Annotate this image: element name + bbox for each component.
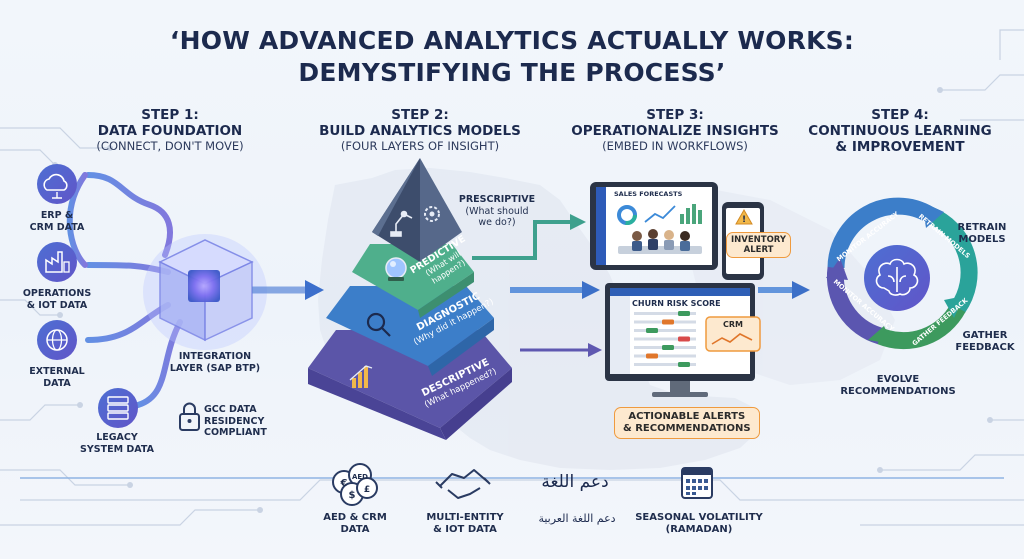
- step-4-title: CONTINUOUS LEARNING: [808, 123, 992, 139]
- source-ops-line-2: & IOT DATA: [26, 299, 88, 311]
- source-ops-line-1: OPERATIONS: [22, 288, 92, 299]
- source-ext-line-1: EXTERNAL: [29, 366, 85, 377]
- footer-multi-entity: MULTI-ENTITY & IOT DATA: [408, 512, 522, 536]
- actionable-alerts-badge: ACTIONABLE ALERTS & RECOMMENDATIONS: [614, 407, 760, 439]
- arabic-support-heading: دعم اللغة: [541, 472, 609, 492]
- circuit-traces: [0, 29, 1024, 526]
- step-2-number: STEP 2:: [391, 107, 449, 123]
- gather-feedback-label: GATHER FEEDBACK: [952, 330, 1018, 354]
- footer-multi-line-1: MULTI-ENTITY: [426, 512, 504, 523]
- retrain-line-2: MODELS: [958, 234, 1006, 245]
- inventory-alert-badge: INVENTORY ALERT: [726, 232, 792, 258]
- prescriptive-question-2: we do?): [478, 217, 516, 228]
- step-4-header: STEP 4: CONTINUOUS LEARNING & IMPROVEMEN…: [800, 107, 1000, 155]
- source-ext-line-2: DATA: [43, 377, 71, 389]
- integration-line-2: LAYER (SAP BTP): [169, 362, 261, 374]
- source-label-operations: OPERATIONS & IOT DATA: [14, 288, 100, 311]
- integration-line-1: INTEGRATION: [178, 351, 252, 362]
- evolve-recommendations-label: EVOLVE RECOMMENDATIONS: [838, 374, 958, 398]
- retrain-line-1: RETRAIN: [957, 222, 1007, 233]
- footer-arabic-support: دعم اللغة العربية: [538, 512, 616, 525]
- source-label-erp-crm: ERP & CRM DATA: [20, 210, 94, 233]
- source-legacy-line-1: LEGACY: [96, 432, 138, 443]
- source-label-legacy: LEGACY SYSTEM DATA: [72, 432, 162, 455]
- prescriptive-question-1: (What should: [465, 205, 529, 217]
- inventory-line-1: INVENTORY: [731, 235, 787, 245]
- footer-aed-crm: AED & CRM DATA: [300, 512, 410, 536]
- churn-risk-title: CHURN RISK SCORE: [632, 299, 721, 308]
- step-4-subtitle: & IMPROVEMENT: [835, 139, 965, 155]
- gcc-compliance-label: GCC DATA RESIDENCY COMPLIANT: [204, 404, 267, 439]
- step-1-title: DATA FOUNDATION: [97, 123, 243, 139]
- gcc-line-3: COMPLIANT: [204, 427, 267, 438]
- sales-forecasts-title: SALES FORECASTS: [614, 190, 683, 198]
- source-legacy-line-2: SYSTEM DATA: [80, 443, 154, 455]
- footer-seasonal-line-2: (RAMADAN): [665, 524, 733, 535]
- gather-line-1: GATHER: [962, 330, 1008, 341]
- step-3-title: OPERATIONALIZE INSIGHTS: [571, 123, 779, 139]
- footer-aed-line-1: AED & CRM: [323, 512, 387, 523]
- crm-bubble-label: CRM: [723, 320, 743, 329]
- integration-layer-label: INTEGRATION LAYER (SAP BTP): [160, 351, 270, 374]
- step-2-header: STEP 2: BUILD ANALYTICS MODELS (FOUR LAY…: [310, 107, 530, 153]
- footer-aed-line-2: DATA: [340, 524, 370, 535]
- source-label-external: EXTERNAL DATA: [20, 366, 94, 389]
- footer-seasonal: SEASONAL VOLATILITY (RAMADAN): [634, 512, 764, 536]
- step-3-header: STEP 3: OPERATIONALIZE INSIGHTS (EMBED I…: [560, 107, 790, 153]
- gather-line-2: FEEDBACK: [955, 342, 1015, 353]
- gcc-line-1: GCC DATA: [204, 404, 257, 415]
- inventory-line-2: ALERT: [743, 245, 774, 255]
- footer-seasonal-line-1: SEASONAL VOLATILITY: [635, 512, 763, 523]
- step-2-subtitle: (FOUR LAYERS OF INSIGHT): [340, 139, 500, 153]
- step-1-subtitle: (CONNECT, DON'T MOVE): [96, 139, 244, 153]
- source-erp-line-1: ERP &: [40, 210, 74, 221]
- step-3-subtitle: (EMBED IN WORKFLOWS): [602, 139, 748, 153]
- footer-multi-line-2: & IOT DATA: [433, 524, 497, 535]
- gcc-line-2: RESIDENCY: [204, 415, 265, 427]
- map-silhouette: [318, 168, 895, 470]
- page-title-line-2: DEMYSTIFYING THE PROCESS’: [298, 58, 726, 87]
- retrain-models-label: RETRAIN MODELS: [946, 222, 1018, 246]
- step-1-number: STEP 1:: [141, 107, 199, 123]
- step-2-title: BUILD ANALYTICS MODELS: [319, 123, 521, 139]
- prescriptive-title: PRESCRIPTIVE: [458, 194, 536, 205]
- step-1-header: STEP 1: DATA FOUNDATION (CONNECT, DON'T …: [70, 107, 270, 153]
- actionable-line-1: ACTIONABLE ALERTS: [628, 411, 746, 422]
- evolve-line-2: RECOMMENDATIONS: [840, 386, 956, 397]
- evolve-line-1: EVOLVE: [876, 374, 920, 385]
- page-title-line-1: ‘HOW ADVANCED ANALYTICS ACTUALLY WORKS:: [169, 26, 855, 55]
- step-3-number: STEP 3:: [646, 107, 704, 123]
- source-erp-line-2: CRM DATA: [29, 221, 85, 233]
- actionable-line-2: & RECOMMENDATIONS: [623, 423, 751, 434]
- step-4-number: STEP 4:: [871, 107, 929, 123]
- prescriptive-label: PRESCRIPTIVE (What should we do?): [452, 194, 542, 229]
